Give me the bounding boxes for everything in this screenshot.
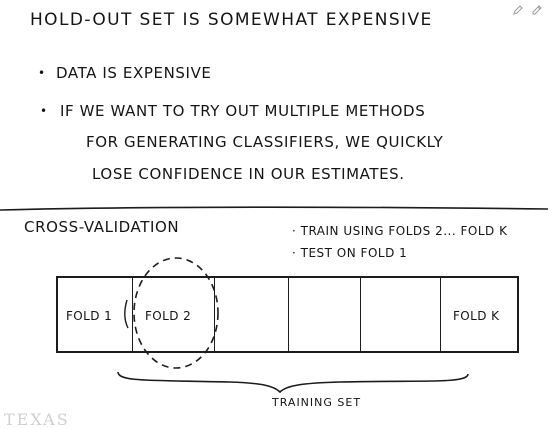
cross-validation-title: CROSS-VALIDATION: [24, 218, 180, 236]
fold-cell: FOLD 1: [58, 278, 133, 351]
fold-cell: [289, 278, 361, 351]
pen-icon[interactable]: [512, 4, 524, 16]
edit-icon[interactable]: [531, 4, 543, 16]
training-set-label: TRAINING SET: [272, 396, 362, 409]
bullet-item-continuation: LOSE CONFIDENCE IN OUR ESTIMATES.: [92, 165, 405, 183]
fold-cell: [361, 278, 441, 351]
fold-label: FOLD 2: [145, 309, 192, 323]
bullet-item-continuation: FOR GENERATING CLASSIFIERS, WE QUICKLY: [86, 133, 444, 151]
fold-table: FOLD 1 FOLD 2 FOLD K: [56, 276, 519, 353]
watermark: TEXAS: [4, 410, 70, 429]
test-note: · TEST ON FOLD 1: [292, 246, 408, 260]
bullet-marker: •: [38, 66, 46, 80]
bullet-item: DATA IS EXPENSIVE: [56, 64, 212, 82]
page-title: HOLD-OUT SET IS SOMEWHAT EXPENSIVE: [30, 10, 433, 30]
fold-label: FOLD 1: [66, 309, 113, 323]
fold-label: FOLD K: [453, 309, 500, 323]
fold-cell: FOLD 2: [133, 278, 215, 351]
fold-cell: [215, 278, 289, 351]
fold-cell: FOLD K: [441, 278, 517, 351]
bullet-marker: •: [40, 104, 48, 118]
curly-brace: [117, 371, 469, 394]
bullet-item: IF WE WANT TO TRY OUT MULTIPLE METHODS: [60, 102, 426, 120]
train-note: · TRAIN USING FOLDS 2... FOLD K: [292, 224, 508, 238]
